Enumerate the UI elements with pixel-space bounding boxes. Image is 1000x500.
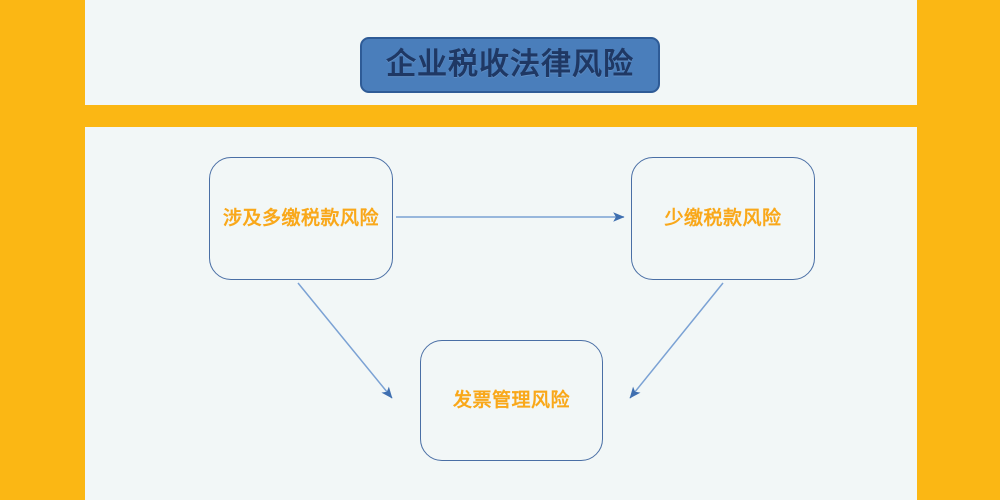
node-overpay-label: 涉及多缴税款风险 (222, 208, 379, 229)
node-invoice-management-risk[interactable]: 发票管理风险 (420, 340, 603, 461)
node-underpay-label: 少缴税款风险 (664, 208, 782, 229)
frame-band-left (0, 0, 85, 500)
node-invoice-label: 发票管理风险 (452, 390, 570, 411)
node-overpay-tax-risk[interactable]: 涉及多缴税款风险 (209, 157, 393, 280)
slide-title-box: 企业税收法律风险 (360, 37, 660, 93)
frame-band-middle (85, 105, 917, 127)
node-underpay-tax-risk[interactable]: 少缴税款风险 (631, 157, 815, 280)
arrow-underpay-to-invoice (629, 282, 724, 399)
slide-title-text: 企业税收法律风险 (386, 48, 634, 81)
frame-band-right (917, 0, 1000, 500)
arrow-overpay-to-invoice (297, 282, 393, 399)
